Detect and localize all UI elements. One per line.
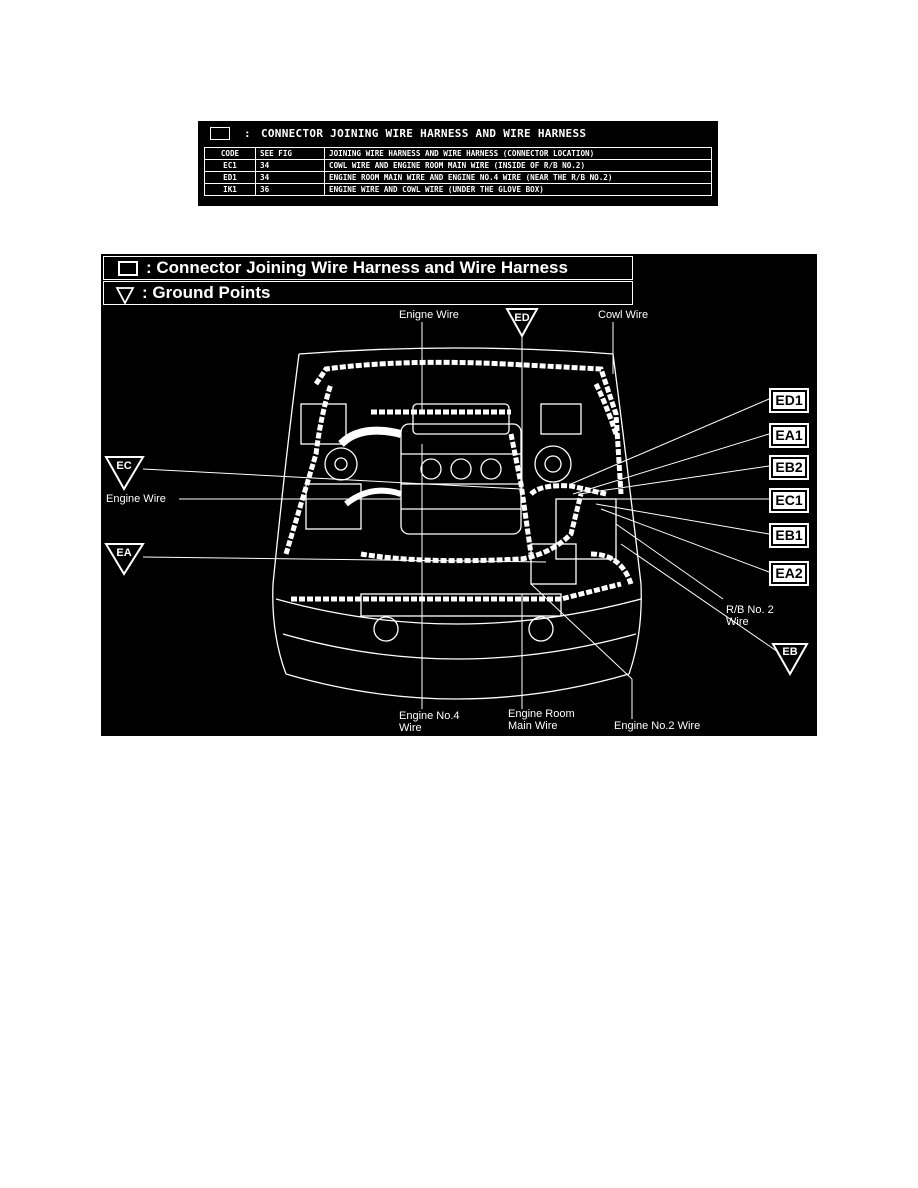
label-rb-no2-1: R/B No. 2 — [726, 604, 774, 616]
ground-triangle-ea — [104, 543, 145, 576]
table-row: ED1 34 ENGINE ROOM MAIN WIRE AND ENGINE … — [204, 171, 712, 184]
row-code: ED1 — [204, 171, 256, 184]
row-code: EC1 — [204, 159, 256, 172]
ground-label-ed: ED — [514, 312, 530, 324]
header-see-fig: SEE FIG — [255, 147, 325, 160]
label-engine-room-1: Engine Room — [508, 708, 575, 720]
engine-wiring-diagram: : Connector Joining Wire Harness and Wir… — [101, 254, 817, 736]
legend-ground: : Ground Points — [103, 281, 633, 305]
label-engine-room-2: Main Wire — [508, 720, 558, 732]
label-engine-no4-1: Engine No.4 — [399, 710, 460, 722]
row-description: ENGINE ROOM MAIN WIRE AND ENGINE NO.4 WI… — [324, 171, 712, 184]
ground-label-ec: EC — [116, 460, 132, 472]
ground-triangle-eb — [771, 643, 809, 677]
connector-eb1: EB1 — [769, 523, 809, 548]
connector-square-icon — [210, 126, 230, 140]
connector-ed1: ED1 — [769, 388, 809, 413]
row-see-fig: 36 — [255, 183, 325, 196]
legend-connector-text: Connector Joining Wire Harness and Wire … — [156, 258, 568, 277]
connector-eb2: EB2 — [769, 455, 809, 480]
row-description: COWL WIRE AND ENGINE ROOM MAIN WIRE (INS… — [324, 159, 712, 172]
table-row: EC1 34 COWL WIRE AND ENGINE ROOM MAIN WI… — [204, 159, 712, 172]
row-description: ENGINE WIRE AND COWL WIRE (UNDER THE GLO… — [324, 183, 712, 196]
ground-legend-icon — [115, 287, 135, 305]
header-description: JOINING WIRE HARNESS AND WIRE HARNESS (C… — [324, 147, 712, 160]
connector-ea1: EA1 — [769, 423, 809, 448]
row-see-fig: 34 — [255, 171, 325, 184]
legend-connector: : Connector Joining Wire Harness and Wir… — [103, 256, 633, 280]
label-engine-wire-top: Enigne Wire — [399, 309, 459, 321]
label-rb-no2-2: Wire — [726, 616, 749, 628]
ground-label-ea: EA — [116, 547, 132, 559]
ground-triangle-ec — [104, 456, 145, 491]
connector-code-table: : CONNECTOR JOINING WIRE HARNESS AND WIR… — [198, 121, 718, 206]
ground-triangle-ed — [505, 308, 539, 339]
table-header-row: CODE SEE FIG JOINING WIRE HARNESS AND WI… — [204, 147, 712, 160]
label-cowl-wire: Cowl Wire — [598, 309, 649, 321]
code-table-title: : CONNECTOR JOINING WIRE HARNESS AND WIR… — [210, 125, 586, 141]
legend-ground-text: Ground Points — [152, 283, 271, 302]
code-table-title-text: CONNECTOR JOINING WIRE HARNESS AND WIRE … — [260, 126, 587, 140]
row-see-fig: 34 — [255, 159, 325, 172]
ground-label-eb: EB — [782, 646, 798, 658]
connector-ec1: EC1 — [769, 488, 809, 513]
engine-bay-drawing — [104, 287, 809, 719]
connector-ea2: EA2 — [769, 561, 809, 586]
table-row: IK1 36 ENGINE WIRE AND COWL WIRE (UNDER … — [204, 183, 712, 196]
label-engine-no4-2: Wire — [399, 722, 422, 734]
header-code: CODE — [204, 147, 256, 160]
connector-square-icon — [118, 260, 138, 276]
label-engine-no2: Engine No.2 Wire — [614, 720, 701, 732]
code-table-grid: CODE SEE FIG JOINING WIRE HARNESS AND WI… — [204, 147, 712, 196]
row-code: IK1 — [204, 183, 256, 196]
label-engine-wire-left: Engine Wire — [106, 493, 166, 505]
